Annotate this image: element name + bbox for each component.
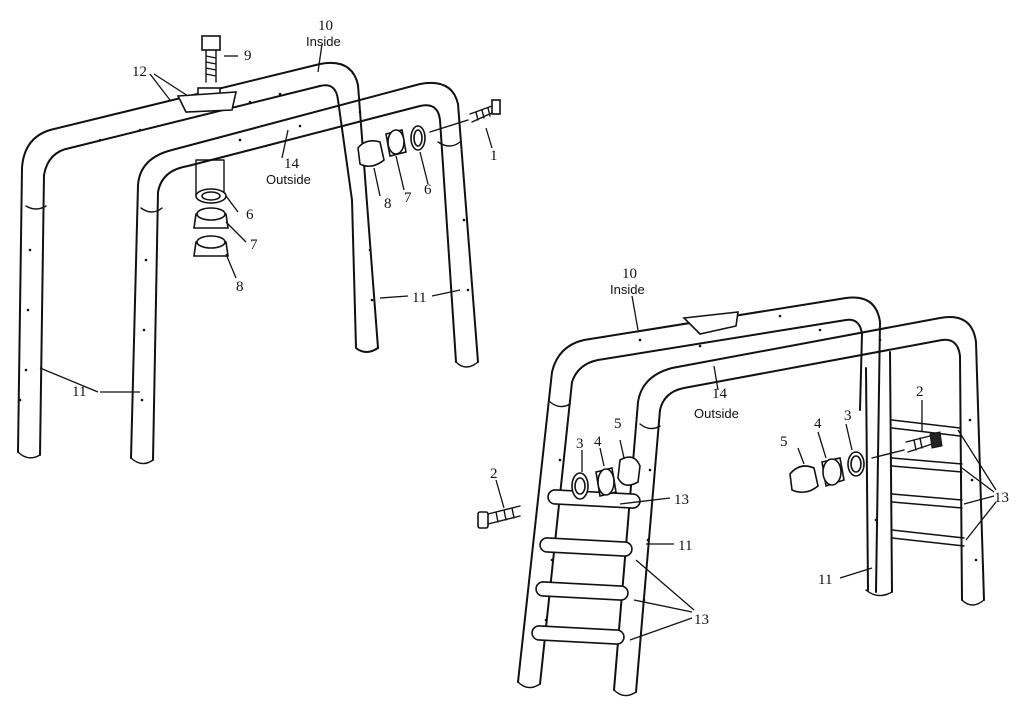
hardware-right-bottom xyxy=(789,431,943,494)
top-assembly: 10 Inside 12 9 14 Outside 6 7 8 8 7 6 1 … xyxy=(17,18,501,465)
leaders-top xyxy=(39,43,493,393)
callout-10-top: 10 xyxy=(318,18,333,34)
callout-2-right: 2 xyxy=(916,384,924,400)
callout-8-vertical: 8 xyxy=(236,279,244,295)
callout-10-sub-bottom: Inside xyxy=(610,282,645,297)
callout-4-right: 4 xyxy=(814,416,822,432)
callout-10-bottom: 10 xyxy=(622,266,637,282)
callout-13-right-rungs: 13 xyxy=(994,490,1009,506)
callout-7-vertical: 7 xyxy=(250,237,258,253)
callout-5-left: 5 xyxy=(614,416,622,432)
callout-5-right: 5 xyxy=(780,434,788,450)
callout-6-horizontal: 6 xyxy=(424,182,432,198)
inside-frame-10-bottom xyxy=(517,296,881,689)
callout-14-sub-top: Outside xyxy=(266,172,311,187)
hardware-stack-vertical xyxy=(193,188,229,257)
callout-14-bottom: 14 xyxy=(712,386,728,402)
rungs-13-right xyxy=(891,419,965,547)
rivet-dots-bottom xyxy=(544,314,978,622)
callout-11-right: 11 xyxy=(412,290,426,306)
outside-frame-14 xyxy=(130,82,479,465)
callout-3-left: 3 xyxy=(576,436,584,452)
callout-2-left: 2 xyxy=(490,466,498,482)
bottom-assembly: 10 Inside 14 Outside 2 3 4 5 13 11 13 2 … xyxy=(477,266,1009,697)
center-post xyxy=(176,87,238,197)
rungs-13-left xyxy=(531,489,641,645)
callout-13-top-rung: 13 xyxy=(674,492,689,508)
callout-4-left: 4 xyxy=(594,434,602,450)
callout-14-top: 14 xyxy=(284,156,300,172)
rivet-dots-top xyxy=(18,92,470,402)
hardware-stack-horizontal xyxy=(357,99,501,168)
hardware-left-bottom xyxy=(477,456,641,529)
callout-10-sub-top: Inside xyxy=(306,34,341,49)
callout-11-right-leg: 11 xyxy=(818,572,832,588)
callout-13-lower-rungs: 13 xyxy=(694,612,709,628)
callouts-top: 10 Inside 12 9 14 Outside 6 7 8 8 7 6 1 … xyxy=(72,18,498,400)
callout-6-vertical: 6 xyxy=(246,207,254,223)
callout-3-right: 3 xyxy=(844,408,852,424)
callout-14-sub-bottom: Outside xyxy=(694,406,739,421)
callout-11-ladder: 11 xyxy=(678,538,692,554)
leaders-bottom xyxy=(495,295,997,641)
bolt-9 xyxy=(201,35,221,83)
callout-1: 1 xyxy=(490,148,498,164)
callout-9: 9 xyxy=(244,48,252,64)
callout-8-horizontal: 8 xyxy=(384,196,392,212)
callout-7-horizontal: 7 xyxy=(404,190,412,206)
callout-11-left: 11 xyxy=(72,384,86,400)
callout-12: 12 xyxy=(132,64,147,80)
callouts-bottom: 10 Inside 14 Outside 2 3 4 5 13 11 13 2 … xyxy=(490,266,1009,628)
outside-frame-14-bottom xyxy=(613,316,985,697)
